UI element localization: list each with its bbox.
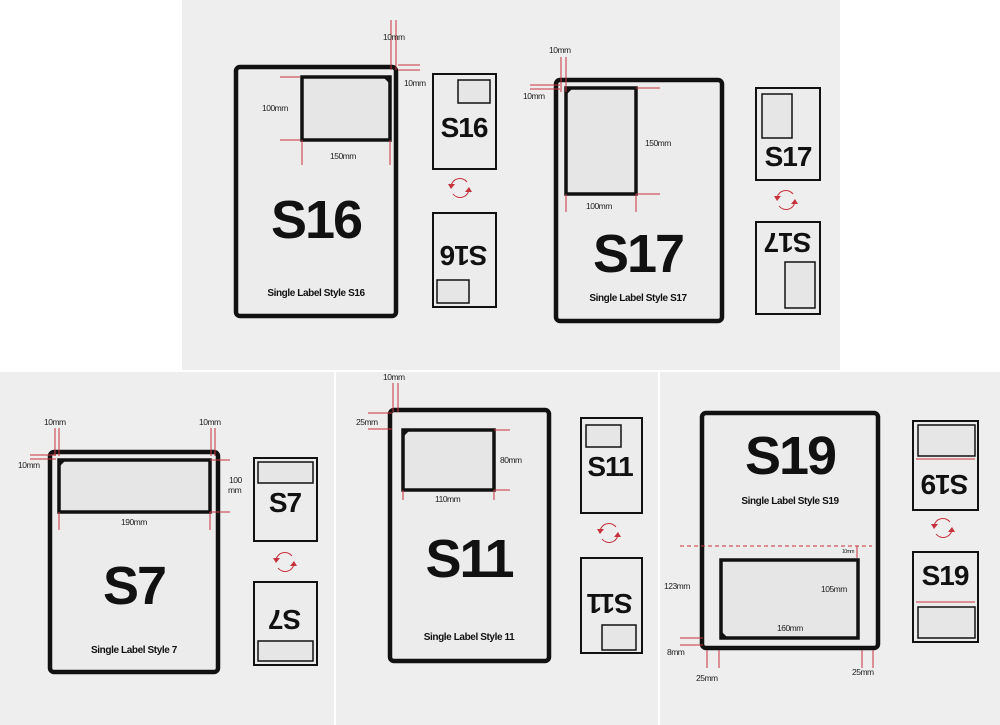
style-s11: 10mm 25mm 80mm 110mm S11 Single Label St… bbox=[356, 372, 643, 664]
dim-right-margin: 10mm bbox=[404, 78, 426, 88]
dim-offset-from-bottom: 123mm bbox=[664, 581, 690, 591]
corner-fold-icon bbox=[403, 430, 410, 437]
dim-right-margin: 10mm bbox=[199, 417, 221, 427]
dim-height: 80mm bbox=[500, 455, 522, 465]
dim-width: 190mm bbox=[121, 517, 147, 527]
thumbnail-code-rotated: S19 bbox=[921, 469, 968, 500]
corner-fold-icon bbox=[566, 88, 573, 95]
style-caption: Single Label Style S19 bbox=[741, 496, 839, 507]
style-code: S7 bbox=[103, 556, 165, 616]
dim-top-margin: 10mm bbox=[383, 372, 405, 382]
thumbnail-code-rotated: S16 bbox=[440, 240, 487, 271]
label-area bbox=[719, 558, 860, 640]
thumbnail-label bbox=[257, 461, 314, 484]
dim-left-margin: 10mm bbox=[523, 91, 545, 101]
thumbnail-code: S19 bbox=[922, 560, 969, 591]
dim-height-unit: mm bbox=[228, 485, 242, 495]
style-code: S17 bbox=[593, 224, 683, 284]
dim-top-gap: 10mm bbox=[842, 549, 854, 555]
thumbnail-code: S17 bbox=[765, 141, 812, 172]
thumbnail-code-rotated: S11 bbox=[587, 588, 633, 619]
thumbnail-code-rotated: S17 bbox=[764, 227, 811, 258]
thumbnail-label bbox=[585, 424, 622, 448]
style-caption: Single Label Style S16 bbox=[267, 288, 365, 299]
dim-left-margin: 10mm bbox=[44, 417, 66, 427]
label-area bbox=[564, 86, 638, 196]
thumbnail-label bbox=[917, 606, 976, 639]
thumbnail-code: S16 bbox=[441, 112, 488, 143]
style-code: S11 bbox=[425, 529, 513, 589]
corner-fold-icon bbox=[383, 77, 390, 84]
thumbnail-label bbox=[457, 79, 491, 104]
thumbnail-code: S7 bbox=[269, 487, 302, 518]
style-caption: Single Label Style S17 bbox=[589, 293, 687, 304]
corner-fold-icon bbox=[721, 631, 728, 638]
label-area bbox=[300, 75, 392, 142]
dim-top-offset: 25mm bbox=[356, 417, 378, 427]
dim-top-margin: 10mm bbox=[549, 45, 571, 55]
label-area bbox=[57, 458, 212, 514]
style-s7: 10mm 10mm 10mm 190mm 100 mm S7 Single La… bbox=[18, 417, 318, 675]
dim-width: 100mm bbox=[586, 201, 612, 211]
dim-height: 150mm bbox=[645, 138, 671, 148]
dim-bottom-margin: 8mm bbox=[667, 647, 685, 657]
thumbnail-label bbox=[917, 424, 976, 457]
thumbnail-label bbox=[784, 261, 816, 309]
dim-left-margin: 25mm bbox=[696, 673, 718, 683]
thumbnail-label bbox=[601, 624, 637, 651]
style-caption: Single Label Style 11 bbox=[424, 632, 515, 643]
style-caption: Single Label Style 7 bbox=[91, 645, 178, 656]
label-area bbox=[401, 428, 496, 492]
dim-height: 100mm bbox=[262, 103, 288, 113]
dim-height-number: 100 bbox=[229, 475, 242, 485]
thumbnail-code-rotated: S7 bbox=[268, 604, 301, 635]
style-s17: 150mm 100mm 10mm 10mm S17 Single Label S… bbox=[523, 45, 821, 324]
style-s19: S19 Single Label Style S19 10mm 105mm 16… bbox=[664, 410, 979, 683]
dim-width: 150mm bbox=[330, 151, 356, 161]
thumbnail-label bbox=[436, 279, 470, 304]
dim-height: 105mm bbox=[821, 584, 847, 594]
corner-fold-icon bbox=[59, 460, 66, 467]
thumbnail-code: S11 bbox=[587, 451, 633, 482]
dim-top-margin: 10mm bbox=[383, 32, 405, 42]
dim-width: 110mm bbox=[435, 494, 461, 504]
style-s16: 100mm 150mm 10mm 10mm S16 Single Label S… bbox=[233, 20, 497, 319]
dim-right-margin: 25mm bbox=[852, 667, 874, 677]
style-code: S19 bbox=[745, 426, 836, 486]
style-code: S16 bbox=[271, 190, 362, 250]
dim-top-margin: 10mm bbox=[18, 460, 40, 470]
dim-width: 160mm bbox=[777, 623, 803, 633]
thumbnail-label bbox=[761, 93, 793, 139]
thumbnail-label bbox=[257, 640, 314, 662]
